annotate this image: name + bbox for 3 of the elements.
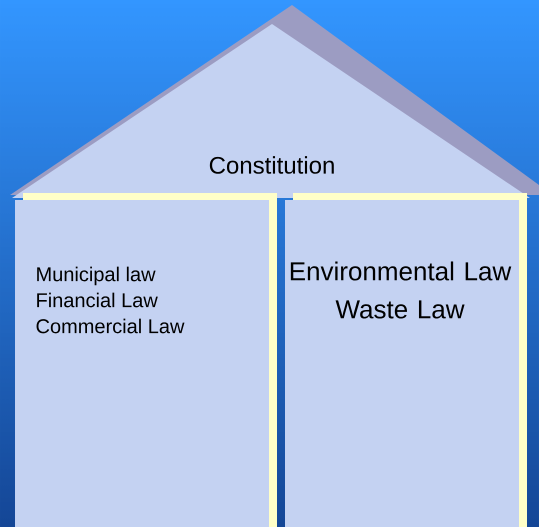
roof-triangle: Constitution <box>10 5 539 198</box>
pillar-box: Environmental Law Waste Law <box>285 193 527 527</box>
pillar-box: Municipal law Financial Law Commercial Law <box>15 193 277 527</box>
